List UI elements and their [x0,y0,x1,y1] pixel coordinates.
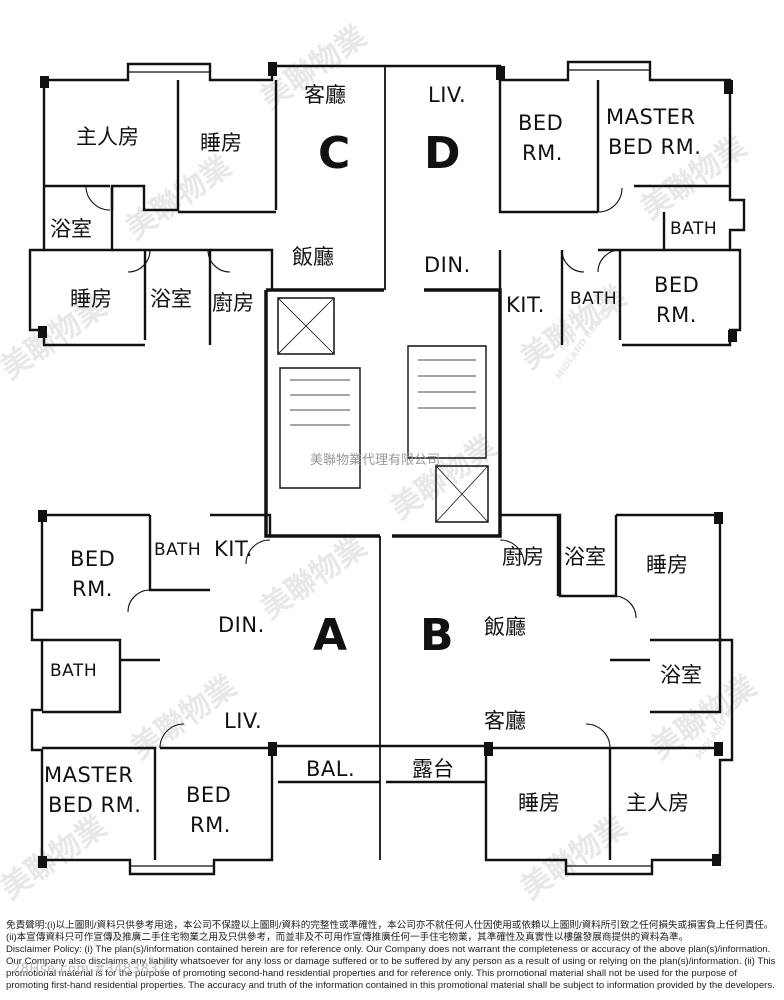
room-label-balcony: 露台 [412,757,454,781]
room-label-bathroom: 浴室 [150,287,192,311]
unit-label-c: C [318,128,350,179]
brand-watermark: 美聯物業 [0,809,113,906]
walls [28,60,746,876]
room-label-bathroom: 浴室 [660,663,702,687]
room-label-living: LIV. [428,83,466,107]
structural-columns [38,62,737,868]
room-label-master-bedroom: MASTER [44,763,134,787]
room-label-bedroom: 睡房 [70,287,112,311]
room-label-bedroom-line2: RM. [522,141,563,165]
room-label-living: 客廳 [484,709,526,733]
room-label-bathroom: BATH [670,219,717,239]
room-label-master-bedroom: 主人房 [626,791,689,815]
brand-watermark: 美聯物業 [515,809,633,906]
room-label-bedroom: 睡房 [518,791,560,815]
door-swings [85,185,637,749]
room-label-bathroom: 浴室 [564,545,606,569]
room-label-balcony: BAL. [306,757,355,781]
room-label-master-bedroom-line2: BED RM. [48,793,141,817]
room-label-bathroom: 浴室 [50,217,92,241]
room-label-master-bedroom-line2: BED RM. [608,135,701,159]
room-label-bedroom-line2: RM. [72,577,113,601]
disclaimer: 免責聲明:(i)以上圖則/資料只供參考用途，本公司不保證以上圖則/資料的完整性或… [6,920,778,998]
disclaimer-english: Disclaimer Policy: (i) The plan(s)/infor… [6,944,776,991]
agent-watermark: 美聯物業代理有限公司 [310,452,440,468]
room-label-kitchen: 廚房 [212,291,254,315]
room-label-dining: DIN. [424,253,471,277]
room-label-bathroom: BATH [570,289,617,309]
room-label-dining: 飯廳 [484,615,526,639]
brand-watermark: 美聯物業 [385,429,503,526]
disclaimer-chinese: 免責聲明:(i)以上圖則/資料只供參考用途，本公司不保證以上圖則/資料的完整性或… [6,920,774,943]
room-label-dining: DIN. [218,613,265,637]
room-label-dining: 飯廳 [292,245,334,269]
floor-plan: 美聯物業 美聯物業 美聯物業 美聯物業 美聯物業 美聯物業 美聯物業 美聯物業 … [0,19,763,906]
unit-label-a: A [313,610,347,661]
room-label-bedroom-line2: RM. [656,303,697,327]
room-label-living: LIV. [224,709,262,733]
room-label-bedroom: BED [70,547,115,571]
room-label-bathroom: BATH [50,661,97,681]
room-label-bedroom: 睡房 [200,131,242,155]
room-label-bedroom: 睡房 [646,553,688,577]
site-watermark: 28Hse.com #3483832 [12,962,167,977]
unit-label-d: D [424,128,461,179]
room-label-kitchen: 廚房 [502,545,544,569]
room-label-bedroom: BED [654,273,699,297]
room-label-bedroom-line2: RM. [190,813,231,837]
room-label-kitchen: KIT. [506,293,545,317]
room-label-kitchen: KIT. [214,537,253,561]
room-label-bedroom: BED [518,111,563,135]
room-label-bedroom: BED [186,783,231,807]
room-label-bathroom: BATH [154,540,201,560]
room-label-living: 客廳 [304,83,346,107]
room-label-master-bedroom: MASTER [606,105,696,129]
unit-label-b: B [420,610,454,661]
room-label-master-bedroom: 主人房 [76,125,139,149]
